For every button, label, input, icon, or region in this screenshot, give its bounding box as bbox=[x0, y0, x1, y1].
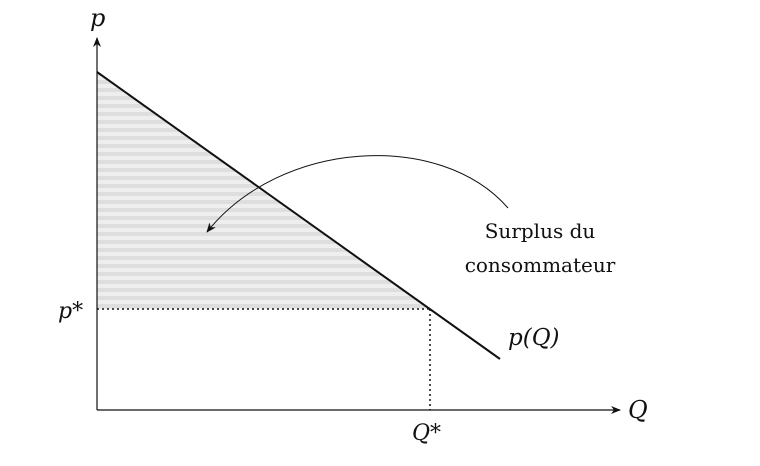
annotation-arrow bbox=[206, 155, 509, 233]
y-axis-label: p bbox=[90, 4, 105, 32]
x-axis-label: Q bbox=[628, 396, 648, 424]
annotation-line-1: Surplus du bbox=[485, 219, 596, 243]
annotation-line-2: consommateur bbox=[465, 253, 616, 277]
demand-curve bbox=[96, 71, 501, 360]
curve-label: p(Q) bbox=[508, 325, 560, 351]
p-star-label: p* bbox=[58, 299, 83, 324]
q-star-label: Q* bbox=[412, 421, 441, 446]
